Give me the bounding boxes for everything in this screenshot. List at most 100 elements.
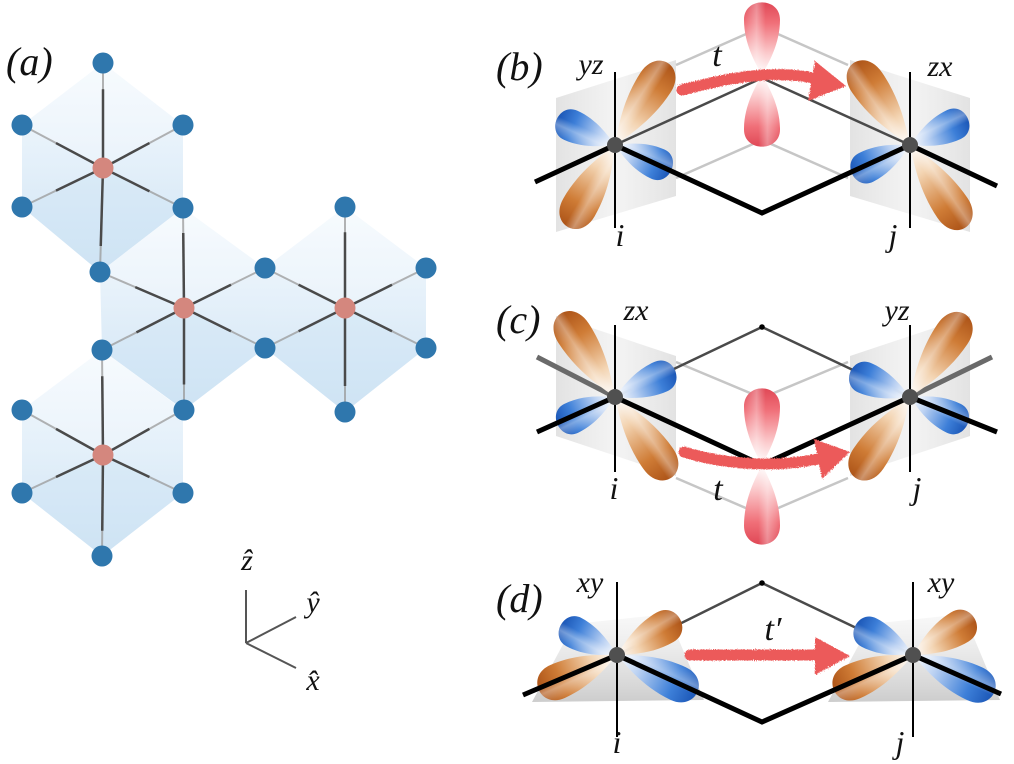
orbital-lobe-blue-highlight [849, 361, 910, 399]
ligand-atom [172, 482, 194, 504]
ligand-atom [11, 196, 33, 218]
bond-zigzag [522, 652, 1003, 725]
site-i-label: i [610, 470, 619, 506]
orbital-label-i: yz [576, 48, 604, 81]
metal-atom [334, 297, 356, 319]
orbital-lobe-orange [615, 397, 679, 481]
orbital-site-i [555, 60, 676, 229]
panel-b: (b) yz zx t i j [496, 2, 999, 253]
orbital-lobe-orange-highlight [553, 311, 615, 397]
gray-bond-left [535, 354, 617, 400]
orbital-lobe-blue-highlight [615, 360, 677, 398]
hopping-arrow-head [808, 61, 846, 101]
axes-triad: ẑ ŷ x̂ [240, 544, 320, 697]
octahedra-faces [22, 63, 426, 556]
orbital-lobe-blue-highlight [555, 109, 615, 147]
orbital-lobe-orange-highlight [615, 60, 676, 145]
upper-ligand-dot [759, 324, 765, 330]
hopping-label: t′ [765, 611, 782, 648]
orbital-lobe-pink-highlight [744, 2, 780, 75]
panel-d-label: (d) [496, 576, 543, 621]
orbital-label-j: yz [882, 294, 910, 327]
orbital-lobe-pink-highlight [744, 465, 780, 545]
orbital-lobe-blue-highlight [558, 616, 617, 656]
y-axis-label: ŷ [303, 586, 320, 619]
orbital-lobe-orange [553, 311, 615, 397]
site-i-dot [607, 137, 623, 153]
site-j-dot [902, 137, 918, 153]
orbital-lobe-blue-highlight [853, 616, 913, 656]
orbital-lobe-orange [617, 610, 683, 655]
panel-c: (c) zx yz t i j [496, 294, 998, 545]
ligand-atom [91, 339, 113, 361]
site-i-label: i [613, 724, 622, 760]
metal-atom [92, 444, 114, 466]
orbital-lobe-blue [558, 616, 617, 656]
hopping-arrow-body [678, 446, 824, 470]
ligand-atom [11, 399, 33, 421]
x-axis [245, 642, 297, 669]
ligand-p-orbital [744, 388, 780, 545]
hopping-arrow [684, 637, 850, 675]
orbital-label-j: xy [927, 566, 955, 599]
ligand-atom [254, 257, 276, 279]
hopping-arrow-head [815, 637, 850, 675]
orbital-site-j [848, 311, 973, 481]
orbital-lobe-orange [913, 609, 977, 655]
orbital-lobe-blue [849, 361, 910, 399]
site-j-label: j [909, 470, 922, 506]
orbital-lobe-orange-highlight [846, 60, 910, 145]
site-j-label: j [885, 217, 898, 253]
orbital-lobe-pink [744, 75, 780, 147]
hopping-arrow [678, 439, 850, 479]
hopping-label: t [713, 471, 724, 508]
ligand-atom [172, 197, 194, 219]
octahedron-bond [182, 232, 186, 309]
orbital-lobe-orange-highlight [910, 145, 973, 231]
octahedra-atoms [11, 52, 437, 567]
orbital-lobe-blue [910, 108, 970, 146]
ligand-atom [173, 399, 195, 421]
orbital-lobe-orange [615, 60, 676, 145]
ligand-atom [415, 257, 437, 279]
orbital-lobe-blue [555, 109, 615, 147]
orbital-label-i: zx [623, 294, 650, 327]
octahedron-bond [101, 454, 105, 531]
metal-atom [92, 157, 114, 179]
site-j-dot [902, 389, 918, 405]
orbital-lobe-orange-highlight [913, 609, 977, 655]
orbital-lobe-orange [846, 60, 910, 145]
ligand-atom [11, 482, 33, 504]
orbital-lobe-blue [910, 396, 970, 435]
site-j-label: j [892, 724, 905, 760]
orbital-lobe-orange-highlight [617, 610, 683, 655]
x-axis-label: x̂ [305, 664, 320, 697]
ligand-atom [89, 261, 111, 283]
panel-a-label: (a) [6, 39, 53, 84]
orbital-lobe-orange-highlight [559, 145, 615, 229]
site-i-dot [609, 647, 625, 663]
y-axis [245, 616, 297, 644]
orbital-lobe-orange-highlight [615, 397, 679, 481]
ligand-atom [11, 114, 33, 136]
ligand-atom [92, 52, 114, 74]
octahedron-bond [101, 376, 105, 456]
hopping-arrow-head [814, 439, 850, 479]
ligand-atom [91, 545, 113, 567]
ligand-atom [334, 196, 356, 218]
orbital-lobe-orange-highlight [848, 397, 910, 481]
upper-ligand-dot [759, 580, 765, 586]
gray-bond-right [908, 354, 994, 400]
orbital-lobe-pink-highlight [744, 75, 780, 147]
orbital-lobe-blue [853, 616, 913, 656]
ligand-atom [334, 401, 356, 423]
orbital-lobe-pink [744, 465, 780, 545]
orbital-label-j: zx [927, 50, 954, 83]
orbital-lobe-orange [910, 311, 973, 397]
orbital-lobe-orange-highlight [910, 311, 973, 397]
z-axis-label: ẑ [240, 544, 253, 577]
orbital-label-i: xy [576, 566, 604, 599]
orbital-lobe-pink-highlight [744, 388, 780, 465]
orbital-lobe-blue-highlight [910, 396, 970, 435]
